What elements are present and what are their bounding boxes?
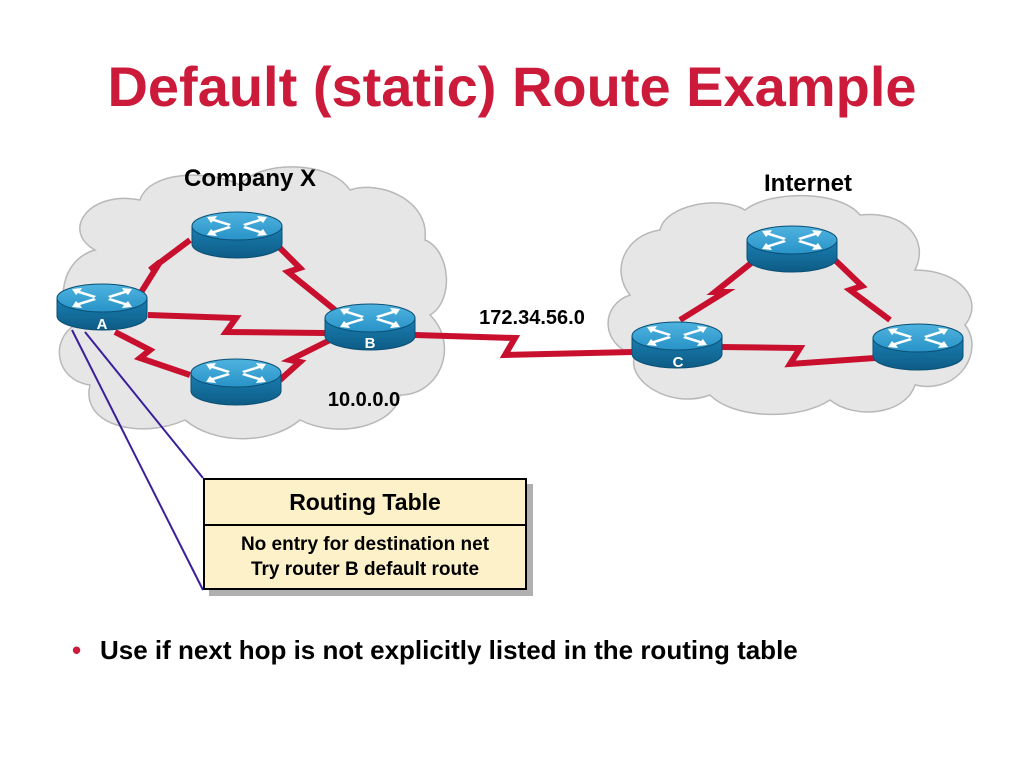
link-bottom-b — [277, 337, 332, 383]
link-c-top — [678, 257, 757, 323]
link-top-b — [277, 245, 337, 313]
routing-table-line: Try router B default route — [250, 559, 480, 580]
link-top-right — [832, 257, 892, 323]
router-b-label: B — [365, 335, 376, 352]
bullet-dot: • — [72, 635, 82, 665]
bullet-text: Use if next hop is not explicitly listed… — [100, 635, 798, 665]
bullet-item: • Use if next hop is not explicitly liste… — [72, 632, 798, 668]
company-network-label: 10.0.0.0 — [328, 389, 400, 411]
routing-table: Routing Table No entry for destination n… — [203, 478, 527, 590]
link-network-label: 172.34.56.0 — [479, 307, 585, 329]
router-internet-top — [746, 225, 838, 273]
link-c-right — [719, 344, 876, 368]
link-a-top — [137, 237, 192, 296]
routing-table-header: Routing Table — [205, 480, 525, 526]
company-cloud — [58, 166, 448, 440]
link-a-b — [147, 312, 326, 336]
router-c-label: C — [673, 354, 684, 371]
routing-table-body: No entry for destination net Try router … — [205, 526, 525, 588]
router-internet-right — [872, 323, 964, 371]
router-company-bottom — [190, 358, 282, 406]
internet-cloud-label: Internet — [764, 170, 852, 197]
slide-title: Default (static) Route Example — [107, 55, 917, 118]
callout-lines — [71, 329, 204, 591]
serial-links — [113, 237, 892, 383]
routing-table-line: No entry for destination net — [240, 534, 490, 555]
company-cloud-label: Company X — [184, 165, 316, 192]
router-a-label: A — [97, 316, 108, 333]
router-company-top — [191, 211, 283, 259]
link-a-bottom — [113, 329, 191, 378]
link-b-c — [414, 332, 634, 359]
